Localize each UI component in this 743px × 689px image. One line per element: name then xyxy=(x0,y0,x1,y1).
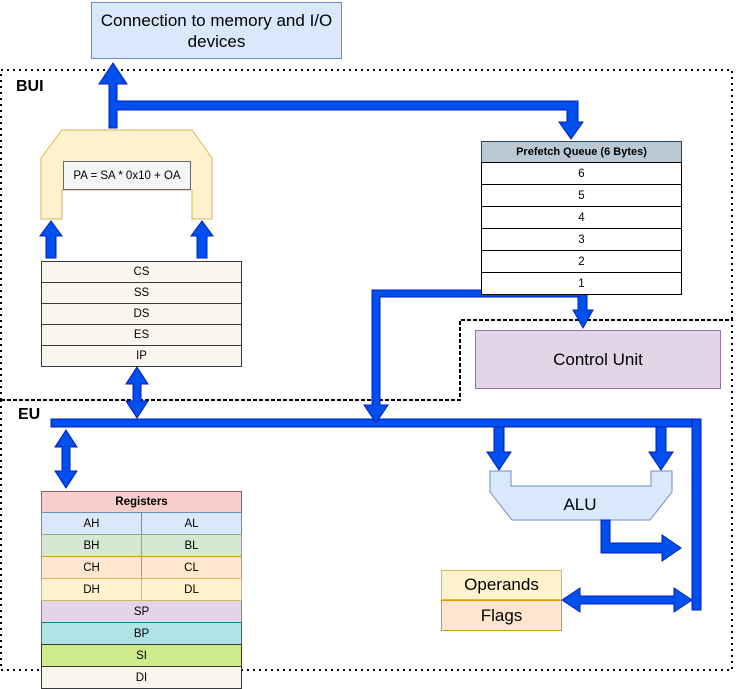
bui-memory-bus xyxy=(98,62,584,140)
alu-unit xyxy=(489,470,673,521)
prefetch-slot: 5 xyxy=(481,184,682,207)
flags-bidirectional-arrow xyxy=(561,587,693,613)
register-cell-high: DH xyxy=(41,578,142,601)
register-di: DI xyxy=(41,666,242,689)
register-sp: SP xyxy=(41,600,242,623)
bus-to-alu-right-arrow xyxy=(648,426,674,471)
alu-output-arrow xyxy=(600,519,682,562)
register-cell-low: BL xyxy=(141,534,242,557)
bui-region-border xyxy=(0,69,733,401)
prefetch-queue-title: Prefetch Queue (6 Bytes) xyxy=(481,141,682,163)
register-cell-low: DL xyxy=(141,578,242,601)
prefetch-slot: 2 xyxy=(481,250,682,273)
prefetch-queue: Prefetch Queue (6 Bytes) 6 5 4 3 2 1 xyxy=(481,141,682,295)
segment-register-cs: CS xyxy=(41,261,242,283)
bus-to-registers-bidirectional-arrow xyxy=(54,429,78,489)
register-bp: BP xyxy=(41,622,242,645)
register-cell-high: CH xyxy=(41,556,142,579)
alu-label: ALU xyxy=(563,495,597,514)
eu-right-bus xyxy=(691,418,702,611)
register-cell-high: BH xyxy=(41,534,142,557)
cs-to-adder-arrow xyxy=(39,220,63,259)
prefetch-slot: 3 xyxy=(481,228,682,251)
segment-register-es: ES xyxy=(41,324,242,346)
segment-register-ip: IP xyxy=(41,345,242,367)
operands-box: Operands xyxy=(441,570,562,600)
segment-register-stack: CS SS DS ES IP xyxy=(41,261,242,367)
prefetch-slot: 4 xyxy=(481,206,682,229)
segment-register-ds: DS xyxy=(41,303,242,325)
eu-label: EU xyxy=(18,406,41,423)
prefetch-slot: 1 xyxy=(481,272,682,295)
flags-box: Flags xyxy=(441,600,562,631)
bui-label: BUI xyxy=(16,78,44,95)
segment-register-ss: SS xyxy=(41,282,242,304)
address-formula: PA = SA * 0x10 + OA xyxy=(63,161,191,190)
register-cell-low: AL xyxy=(141,512,242,535)
control-unit: Control Unit xyxy=(475,330,721,389)
prefetch-slot: 6 xyxy=(481,162,682,185)
register-cell-low: CL xyxy=(141,556,242,579)
register-cell-high: AH xyxy=(41,512,142,535)
eu-region-border xyxy=(0,319,733,671)
segment-to-eu-bidirectional-arrow xyxy=(125,366,149,419)
memory-io-box: Connection to memory and I/O devices xyxy=(91,2,342,59)
bus-to-alu-left-arrow xyxy=(486,426,512,471)
register-si: SI xyxy=(41,644,242,667)
registers-title: Registers xyxy=(41,491,242,513)
bus-lines xyxy=(39,62,702,613)
ip-to-adder-arrow xyxy=(190,220,214,259)
